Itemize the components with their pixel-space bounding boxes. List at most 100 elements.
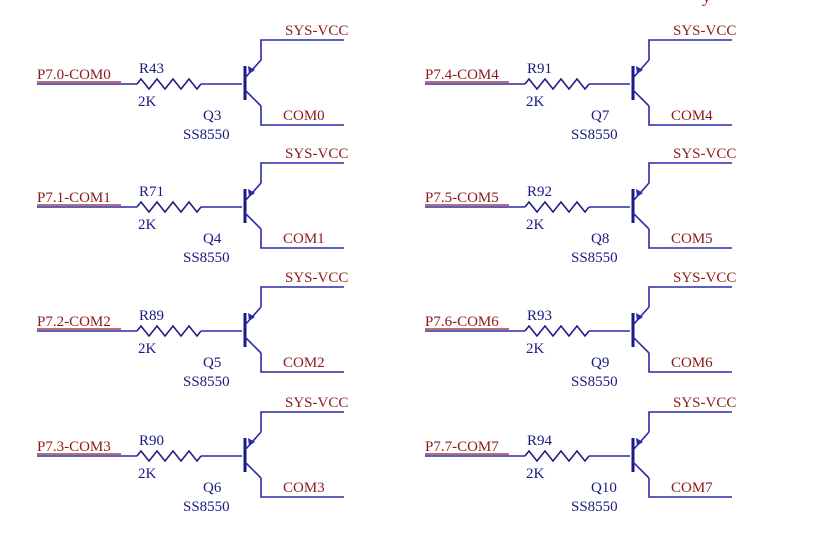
output-net-label: COM5 — [671, 231, 713, 247]
resistor-designator: R92 — [527, 184, 552, 200]
vcc-net-label: SYS-VCC — [673, 23, 736, 39]
resistor-value: 2K — [526, 217, 545, 233]
resistor-value: 2K — [138, 341, 157, 357]
resistor-symbol — [524, 449, 590, 463]
output-wire — [260, 106, 344, 126]
output-wire — [648, 106, 732, 126]
vcc-net-label: SYS-VCC — [285, 395, 348, 411]
input-net-label: P7.0-COM0 — [37, 67, 111, 83]
transistor-designator: Q6 — [203, 480, 222, 496]
input-net-label: P7.3-COM3 — [37, 439, 111, 455]
pnp-arrow-icon — [636, 189, 643, 197]
transistor-part-number: SS8550 — [571, 127, 618, 143]
resistor-designator: R71 — [139, 184, 164, 200]
vcc-net-label: SYS-VCC — [285, 270, 348, 286]
output-wire — [648, 478, 732, 498]
title-fragment: y — [702, 0, 711, 6]
transistor-part-number: SS8550 — [183, 127, 230, 143]
output-wire — [260, 478, 344, 498]
vcc-net-label: SYS-VCC — [285, 23, 348, 39]
input-net-label: P7.2-COM2 — [37, 314, 111, 330]
vcc-wire — [260, 39, 344, 60]
transistor-part-number: SS8550 — [183, 499, 230, 515]
transistor-part-number: SS8550 — [183, 250, 230, 266]
input-net-label: P7.4-COM4 — [425, 67, 499, 83]
collector-lead — [632, 89, 650, 107]
resistor-value: 2K — [138, 217, 157, 233]
transistor-part-number: SS8550 — [571, 499, 618, 515]
transistor-designator: Q7 — [591, 108, 610, 124]
vcc-wire — [648, 162, 732, 183]
vcc-wire — [648, 286, 732, 307]
collector-lead — [632, 336, 650, 354]
resistor-designator: R93 — [527, 308, 552, 324]
resistor-value: 2K — [526, 94, 545, 110]
output-wire — [648, 229, 732, 249]
pnp-arrow-icon — [636, 438, 643, 446]
input-net-label: P7.6-COM6 — [425, 314, 499, 330]
vcc-wire — [260, 162, 344, 183]
output-net-label: COM3 — [283, 480, 325, 496]
resistor-value: 2K — [526, 341, 545, 357]
collector-lead — [632, 212, 650, 230]
resistor-symbol — [136, 200, 202, 214]
resistor-symbol — [524, 200, 590, 214]
resistor-symbol — [136, 77, 202, 91]
pnp-arrow-icon — [248, 66, 255, 74]
resistor-designator: R91 — [527, 61, 552, 77]
transistor-designator: Q5 — [203, 355, 221, 371]
resistor-designator: R43 — [139, 61, 164, 77]
transistor-part-number: SS8550 — [183, 374, 230, 390]
resistor-symbol — [136, 449, 202, 463]
resistor-symbol — [524, 77, 590, 91]
transistor-designator: Q10 — [591, 480, 617, 496]
output-net-label: COM4 — [671, 108, 713, 124]
resistor-value: 2K — [138, 466, 157, 482]
transistor-part-number: SS8550 — [571, 250, 618, 266]
output-net-label: COM7 — [671, 480, 713, 496]
resistor-symbol — [136, 324, 202, 338]
vcc-wire — [648, 411, 732, 432]
resistor-designator: R89 — [139, 308, 164, 324]
output-net-label: COM6 — [671, 355, 713, 371]
vcc-wire — [648, 39, 732, 60]
transistor-designator: Q8 — [591, 231, 609, 247]
collector-lead — [244, 336, 262, 354]
collector-lead — [244, 461, 262, 479]
transistor-designator: Q4 — [203, 231, 222, 247]
output-wire — [648, 353, 732, 373]
vcc-wire — [260, 411, 344, 432]
transistor-part-number: SS8550 — [571, 374, 618, 390]
collector-lead — [244, 89, 262, 107]
output-wire — [260, 229, 344, 249]
vcc-net-label: SYS-VCC — [673, 270, 736, 286]
output-wire — [260, 353, 344, 373]
collector-lead — [632, 461, 650, 479]
resistor-designator: R94 — [527, 433, 553, 449]
vcc-net-label: SYS-VCC — [285, 146, 348, 162]
transistor-designator: Q3 — [203, 108, 221, 124]
input-net-label: P7.5-COM5 — [425, 190, 499, 206]
output-net-label: COM1 — [283, 231, 325, 247]
vcc-net-label: SYS-VCC — [673, 146, 736, 162]
collector-lead — [244, 212, 262, 230]
vcc-net-label: SYS-VCC — [673, 395, 736, 411]
pnp-arrow-icon — [248, 189, 255, 197]
resistor-value: 2K — [138, 94, 157, 110]
output-net-label: COM0 — [283, 108, 325, 124]
input-net-label: P7.7-COM7 — [425, 439, 499, 455]
pnp-arrow-icon — [248, 313, 255, 321]
resistor-symbol — [524, 324, 590, 338]
output-net-label: COM2 — [283, 355, 325, 371]
resistor-designator: R90 — [139, 433, 164, 449]
